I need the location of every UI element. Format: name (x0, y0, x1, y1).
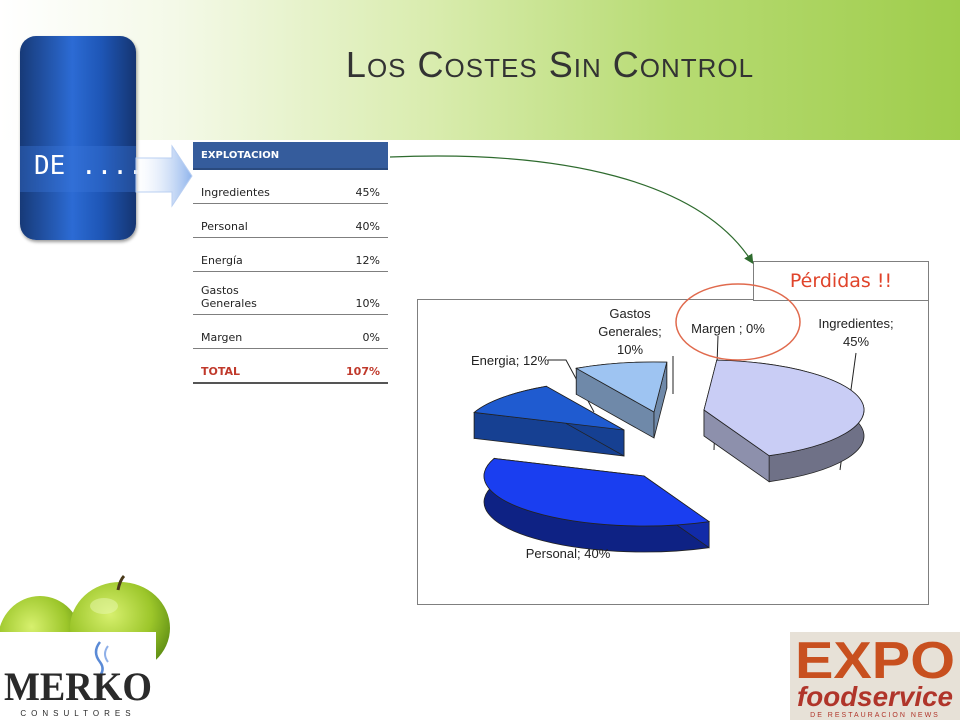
label-energia: Energia; 12% (471, 353, 549, 368)
row-label-line1: Gastos (201, 284, 239, 297)
label-gastos-line1: Gastos (609, 306, 651, 321)
expo-foodservice-logo: EXPO foodservice DE RESTAURACION NEWS (790, 632, 960, 720)
row-label: Energía (193, 237, 316, 272)
label-ingredientes-pct: 45% (843, 334, 869, 349)
merko-name: MERKO (4, 664, 152, 709)
table-row: Ingredientes 45% (193, 169, 388, 204)
pie-slice-energia (473, 385, 625, 431)
table-row: Personal 40% (193, 203, 388, 238)
row-value: 45% (315, 169, 388, 204)
pie-slice-personal (483, 458, 711, 527)
table-total-row: TOTAL 107% (193, 348, 388, 384)
slice-labels: Ingredientes; 45% Personal; 40% Energia;… (471, 306, 894, 561)
merko-sub: CONSULTORES (20, 709, 135, 718)
pie-slice-gastos-generales (575, 361, 668, 413)
label-gastos-line2: Generales; (598, 324, 662, 339)
label-ingredientes: Ingredientes; (818, 316, 893, 331)
row-value: 12% (315, 237, 388, 272)
de-badge (20, 36, 136, 240)
total-value: 107% (315, 348, 388, 384)
pie-slice-ingredientes (703, 359, 865, 457)
connector-curve (389, 155, 754, 265)
table-row: Margen 0% (193, 314, 388, 349)
row-label: Personal (193, 203, 316, 238)
cost-table: EXPLOTACION Ingredientes 45% Personal 40… (193, 142, 388, 384)
pointer-arrow (135, 144, 193, 208)
table-row: Energía 12% (193, 237, 388, 272)
merko-logo: MERKO CONSULTORES (0, 632, 156, 720)
table-header: EXPLOTACION (193, 142, 388, 170)
row-value: 40% (315, 203, 388, 238)
row-label: Margen (193, 314, 316, 349)
header-gradient-band (0, 0, 960, 140)
margen-highlight-circle (675, 283, 801, 361)
label-personal: Personal; 40% (526, 546, 611, 561)
losses-callout: Pérdidas !! (753, 261, 929, 301)
expo-line3: DE RESTAURACION NEWS (810, 712, 940, 719)
row-value: 0% (315, 314, 388, 349)
row-label-line2: Generales (201, 297, 257, 310)
row-value: 10% (315, 271, 388, 315)
expo-line2: foodservice (797, 681, 953, 712)
slide-title: LOS COSTES SIN CONTROL (345, 44, 755, 85)
de-label-band (20, 146, 136, 192)
row-label: Ingredientes (193, 169, 316, 204)
table-header-row: EXPLOTACION (193, 142, 388, 170)
label-margen: Margen ; 0% (691, 321, 765, 336)
pie-chart (473, 359, 865, 553)
expo-line1: EXPO (795, 632, 955, 690)
label-gastos-line3: 10% (617, 342, 643, 357)
total-label: TOTAL (193, 348, 316, 384)
